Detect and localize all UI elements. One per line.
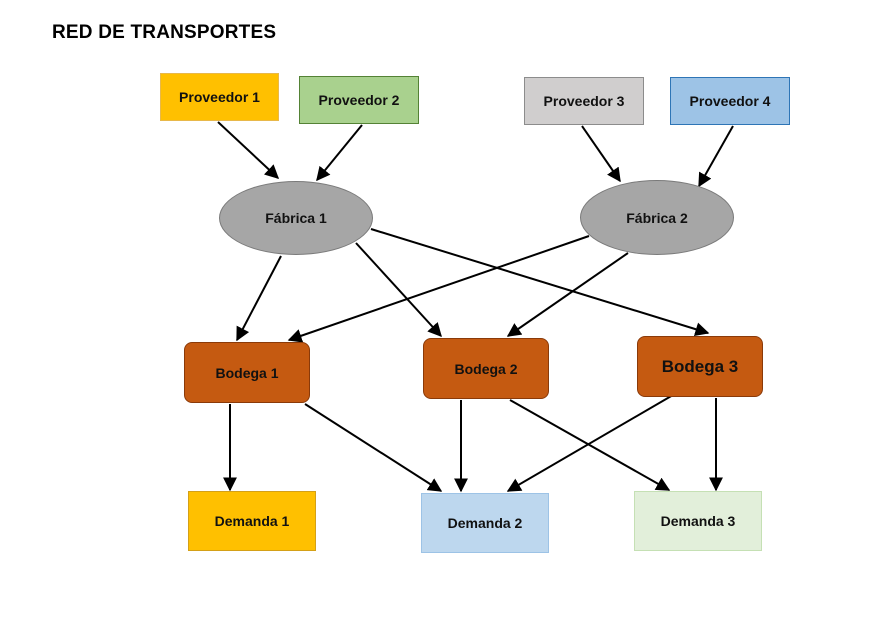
node-label: Proveedor 1: [179, 89, 260, 105]
edge-b2-to-d3: [509, 399, 671, 491]
node-label: Proveedor 3: [543, 93, 625, 109]
edge-f1-to-b1: [236, 255, 282, 342]
node-bodega-2: Bodega 2: [423, 338, 549, 399]
page-title: RED DE TRANSPORTES: [52, 22, 277, 43]
node-label: Proveedor 4: [689, 93, 771, 109]
node-demanda-3: Demanda 3: [634, 491, 762, 551]
node-bodega-3: Bodega 3: [637, 336, 763, 397]
node-proveedor-2: Proveedor 2: [299, 76, 419, 124]
edge-b3-to-d2: [506, 394, 674, 492]
node-bodega-1: Bodega 1: [184, 342, 310, 403]
node-demanda-1: Demanda 1: [188, 491, 316, 551]
node-proveedor-3: Proveedor 3: [524, 77, 644, 125]
node-proveedor-4: Proveedor 4: [670, 77, 790, 125]
node-label: Demanda 2: [447, 515, 523, 531]
node-label: Fábrica 2: [626, 209, 688, 226]
edge-b1-to-d2: [304, 403, 443, 492]
node-label: Fábrica 1: [265, 210, 327, 226]
edge-f2-to-b1: [287, 235, 590, 343]
edge-f2-to-b2: [506, 252, 629, 337]
edge-p4-to-f2: [698, 125, 734, 188]
node-fabrica-1: Fábrica 1: [219, 181, 373, 255]
node-label: Bodega 2: [454, 360, 518, 377]
edge-p1-to-f1: [217, 121, 280, 179]
edge-p2-to-f1: [316, 124, 363, 182]
node-label: Demanda 3: [660, 513, 736, 529]
node-proveedor-1: Proveedor 1: [160, 73, 279, 121]
node-label: Bodega 1: [215, 364, 279, 381]
edge-f1-to-b2: [355, 242, 442, 338]
node-fabrica-2: Fábrica 2: [580, 180, 734, 255]
node-label: Demanda 1: [214, 513, 290, 529]
edge-p3-to-f2: [581, 125, 621, 183]
node-label: Proveedor 2: [318, 92, 400, 108]
edge-f1-to-b3: [370, 228, 710, 336]
node-label: Bodega 3: [661, 356, 739, 376]
node-demanda-2: Demanda 2: [421, 493, 549, 553]
